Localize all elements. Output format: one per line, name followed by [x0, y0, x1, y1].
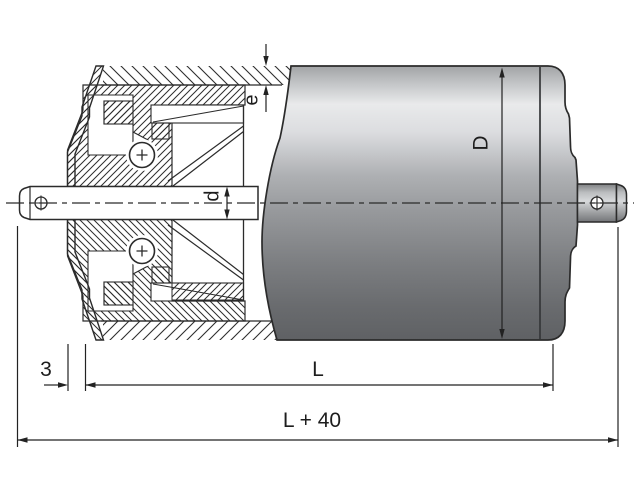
dimension-lines — [16, 44, 619, 447]
dim-label-D: D — [470, 135, 493, 150]
dimension-arrowheads — [17, 56, 618, 443]
dim-label-L-plus-40: L + 40 — [283, 409, 341, 432]
dim-label-d: d — [201, 190, 223, 201]
dim-label-3: 3 — [40, 358, 52, 381]
dim-label-e: e — [240, 94, 262, 105]
lower-cone-wedge — [171, 282, 244, 301]
dim-label-L: L — [312, 358, 324, 381]
